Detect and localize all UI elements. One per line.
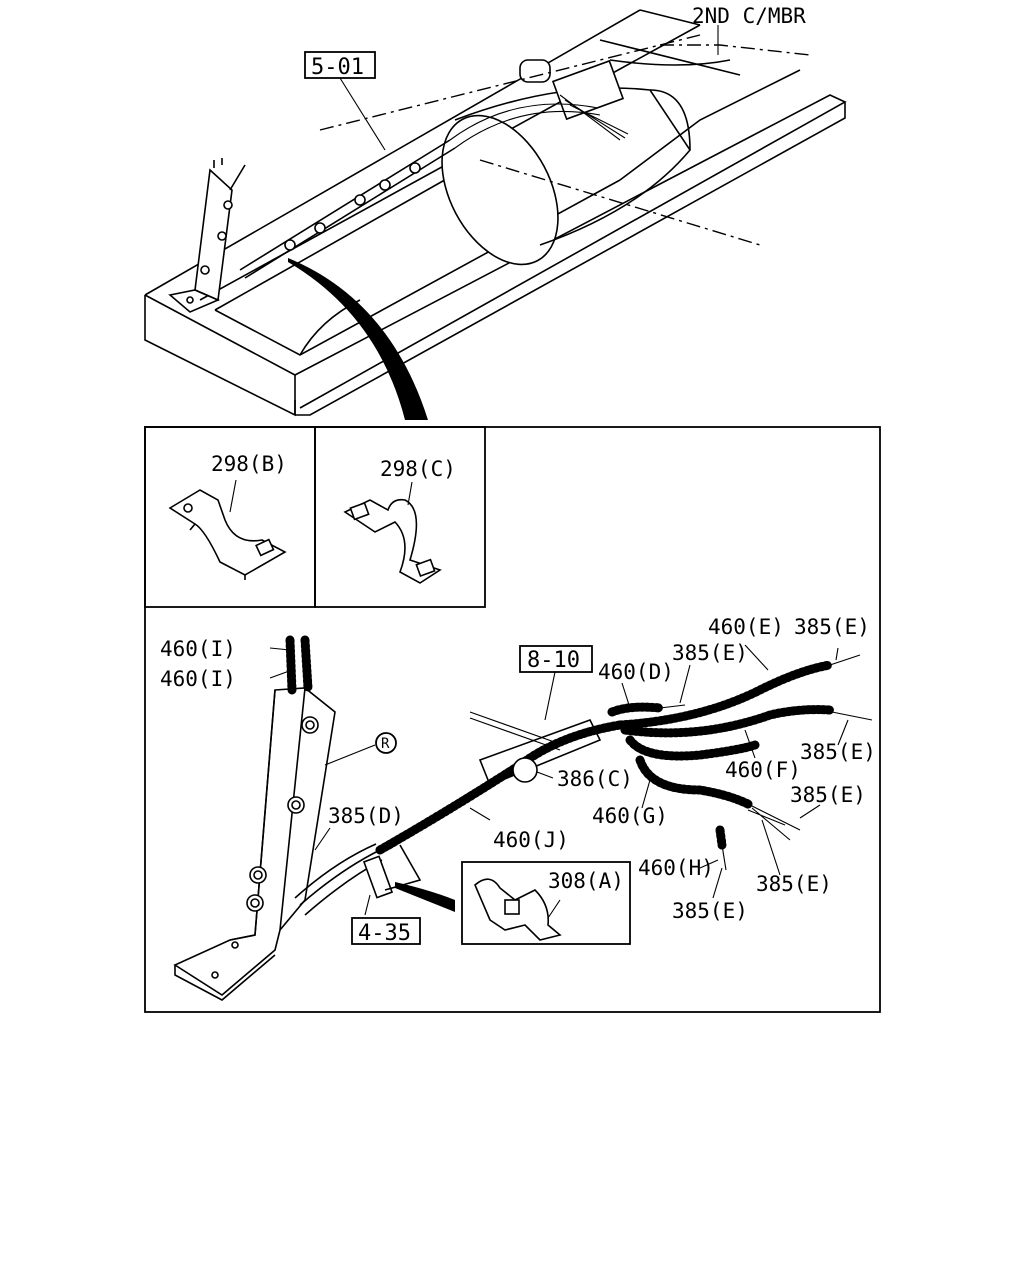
label-460h: 460(H) xyxy=(638,856,714,880)
label-386c: 386(C) xyxy=(557,767,633,791)
label-385e-3: 385(E) xyxy=(800,740,876,764)
label-385e-1: 385(E) xyxy=(672,641,748,665)
ref-5-01: 5-01 xyxy=(311,55,364,80)
ref-8-10: 8-10 xyxy=(527,648,580,673)
ref-box-8-10 xyxy=(519,645,593,673)
label-385e-4: 385(E) xyxy=(790,783,866,807)
label-460j: 460(J) xyxy=(493,828,569,852)
ref-4-35: 4-35 xyxy=(358,921,411,946)
r-mark: R xyxy=(381,736,390,752)
clamp-298b xyxy=(168,479,287,580)
label-460i-a: 460(I) xyxy=(160,637,236,661)
label-385d: 385(D) xyxy=(328,804,404,828)
label-298b: 298(B) xyxy=(211,452,287,476)
chassis-frame xyxy=(144,9,847,417)
mounting-bracket-r xyxy=(173,687,376,1001)
label-385e-5: 385(E) xyxy=(756,872,832,896)
label-460f: 460(F) xyxy=(725,758,801,782)
label-460d: 460(D) xyxy=(598,660,674,684)
label-460e: 460(E) xyxy=(708,615,784,639)
label-308a: 308(A) xyxy=(548,869,624,893)
cross-member-8-10 xyxy=(469,671,602,787)
inset-308a xyxy=(461,861,631,945)
ref-box-4-35 xyxy=(351,917,421,945)
label-385e-2: 385(E) xyxy=(794,615,870,639)
ref-box-5-01 xyxy=(304,51,376,79)
label-385e-6: 385(E) xyxy=(672,899,748,923)
detail-frame xyxy=(144,426,881,1013)
label-298c: 298(C) xyxy=(380,457,456,481)
detail-arrow xyxy=(288,258,428,420)
label-460g: 460(G) xyxy=(592,804,668,828)
label-460i-b: 460(I) xyxy=(160,667,236,691)
leader-lines xyxy=(269,644,849,916)
detail-arrow-small xyxy=(395,882,455,912)
clip-308a xyxy=(474,878,562,941)
clamp-298c xyxy=(343,481,442,584)
member-label: 2ND C/MBR xyxy=(692,4,806,28)
conduit-460i xyxy=(285,635,313,695)
r-mark-circle xyxy=(375,732,397,754)
inset-298c xyxy=(314,426,486,608)
